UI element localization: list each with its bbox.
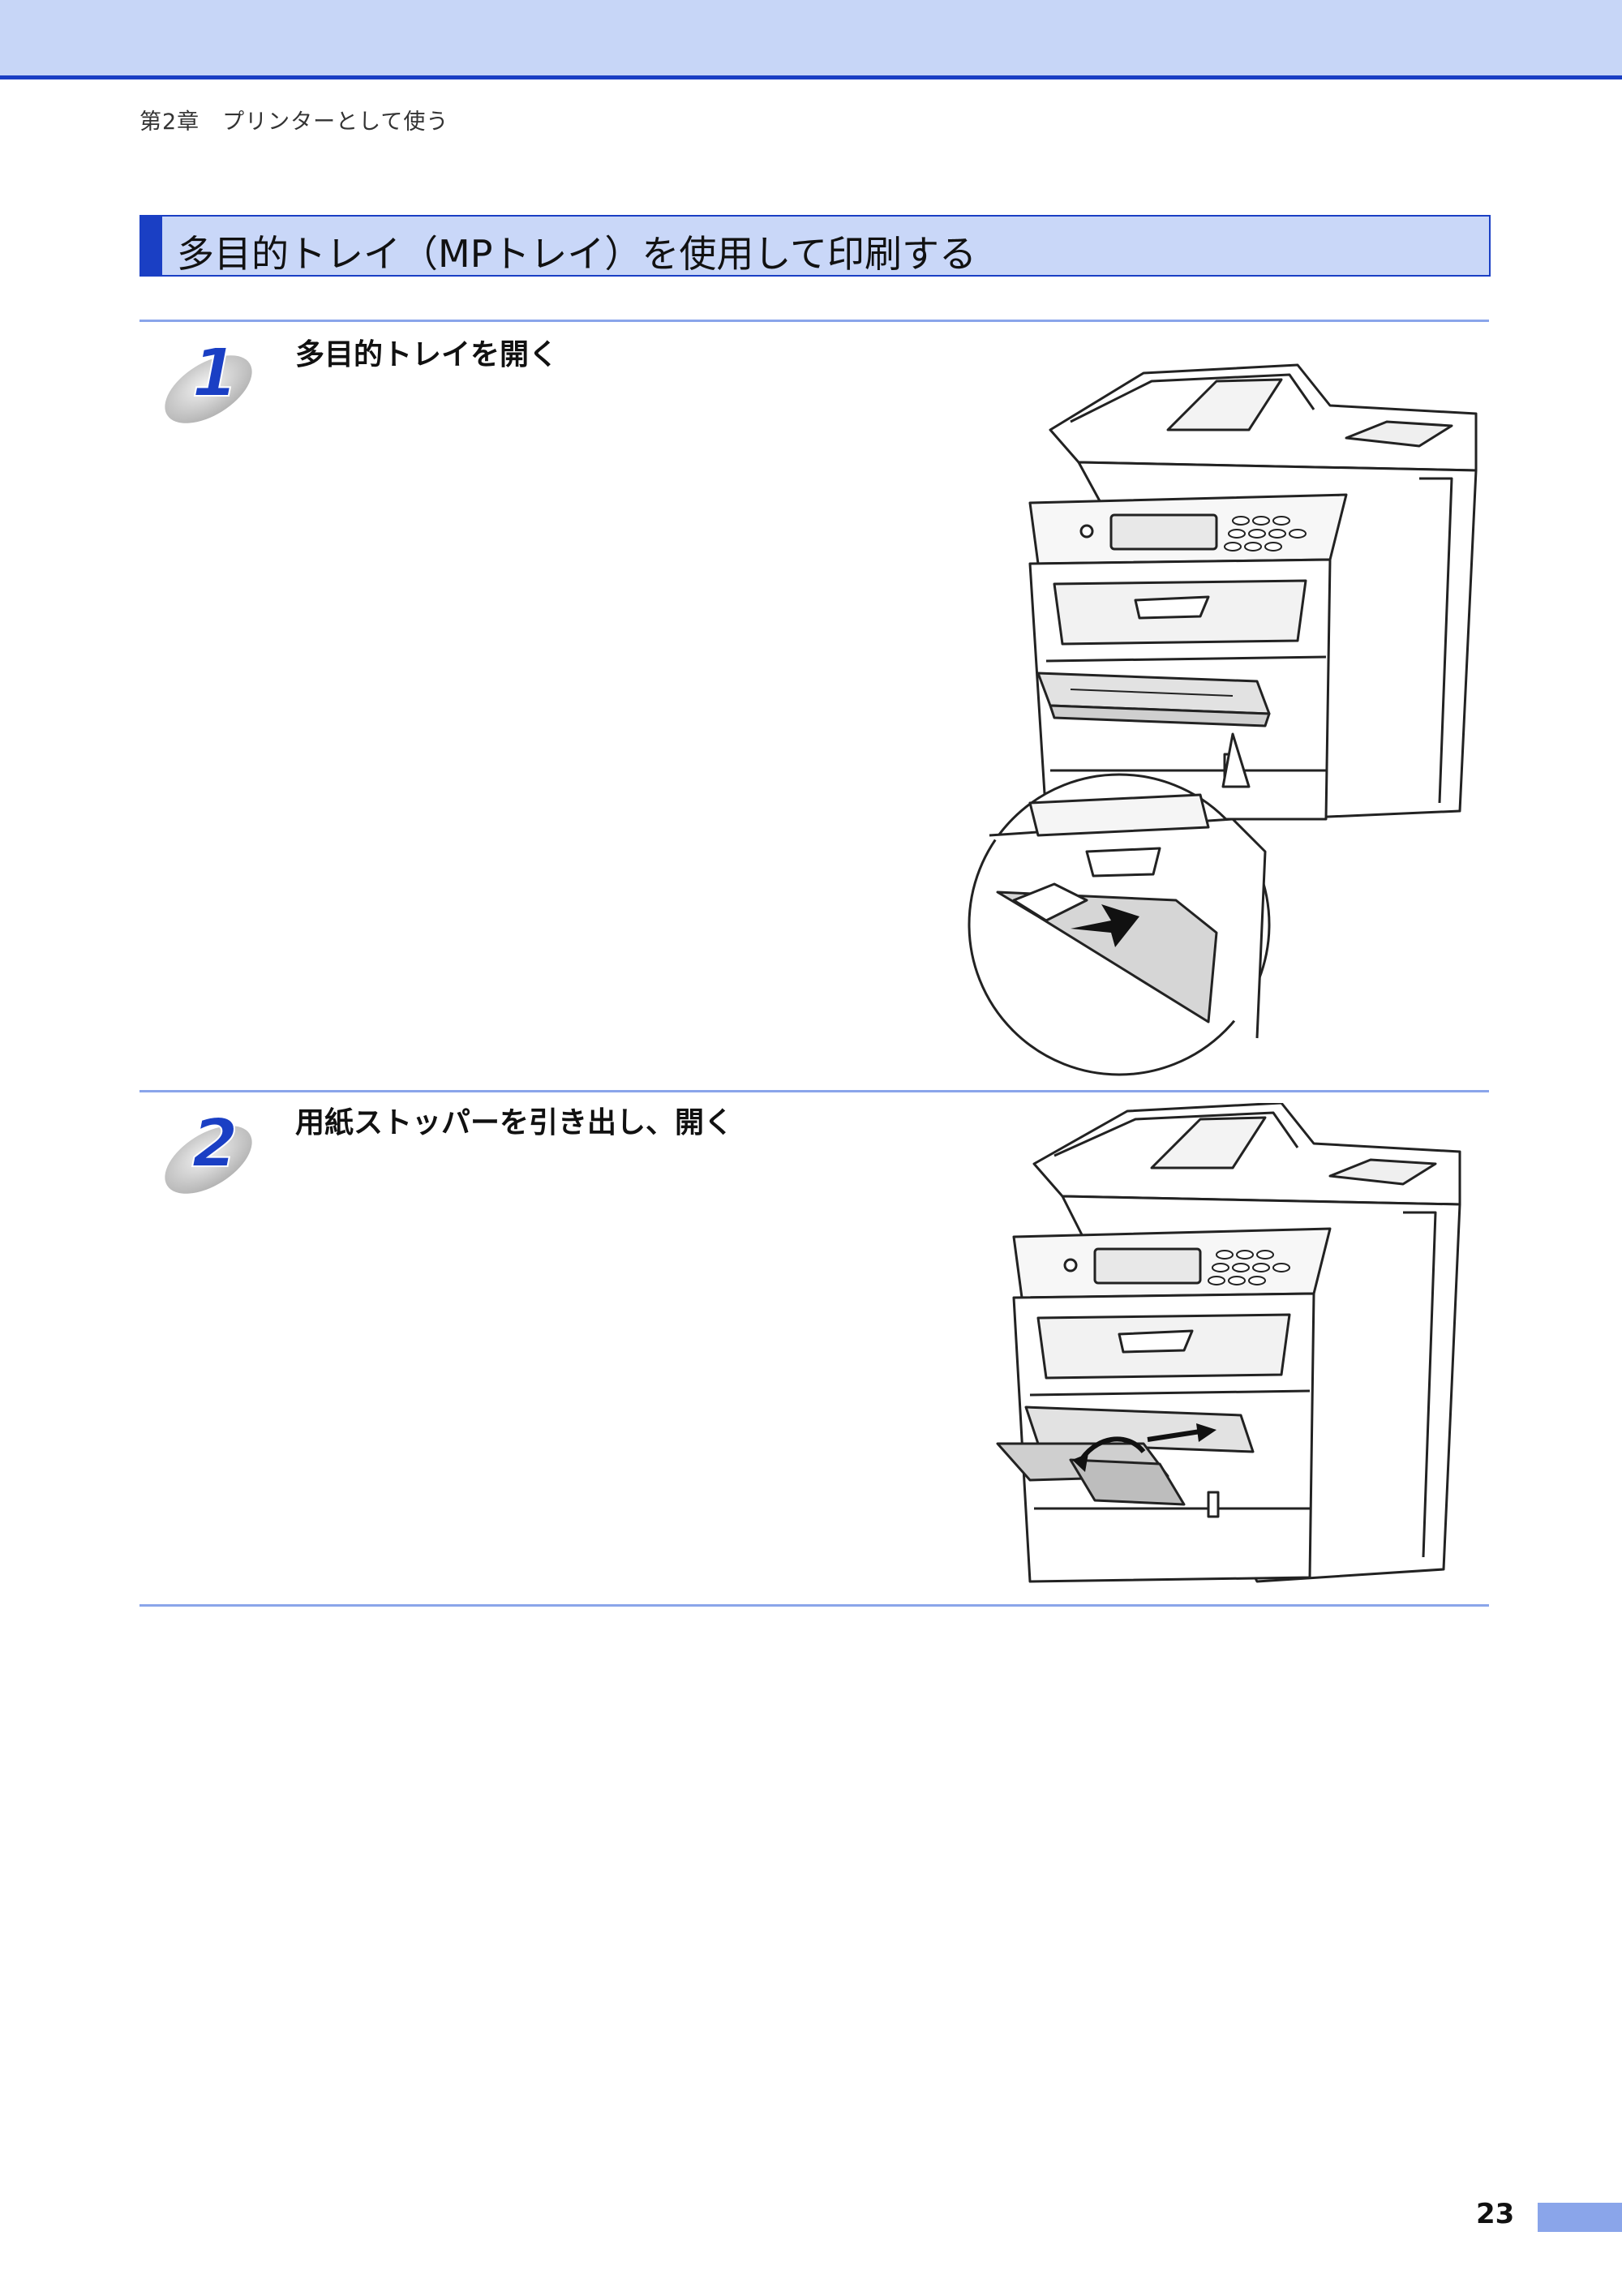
step-number-icon: 1 bbox=[165, 334, 252, 423]
header-band bbox=[0, 0, 1622, 75]
step-number-icon: 2 bbox=[165, 1105, 252, 1194]
divider-rule bbox=[139, 1090, 1489, 1092]
page-number: 23 bbox=[1476, 2198, 1515, 2230]
section-title-box: 多目的トレイ（MPトレイ）を使用して印刷する bbox=[139, 215, 1491, 277]
printer-mp-tray-open-illustration bbox=[968, 363, 1478, 1076]
header-rule bbox=[0, 75, 1622, 79]
step-number: 1 bbox=[191, 335, 238, 412]
chapter-heading: 第2章 プリンターとして使う bbox=[139, 109, 449, 135]
section-title-accent bbox=[141, 217, 162, 275]
divider-rule bbox=[139, 320, 1489, 322]
section-title: 多目的トレイ（MPトレイ）を使用して印刷する bbox=[177, 232, 977, 276]
page-tab-marker bbox=[1538, 2203, 1622, 2232]
step-text: 多目的トレイを開く bbox=[295, 338, 559, 371]
step-text: 用紙ストッパーを引き出し、開く bbox=[295, 1106, 734, 1139]
divider-rule bbox=[139, 1604, 1489, 1607]
printer-paper-stopper-illustration bbox=[996, 1103, 1461, 1583]
step-number: 2 bbox=[191, 1105, 238, 1182]
